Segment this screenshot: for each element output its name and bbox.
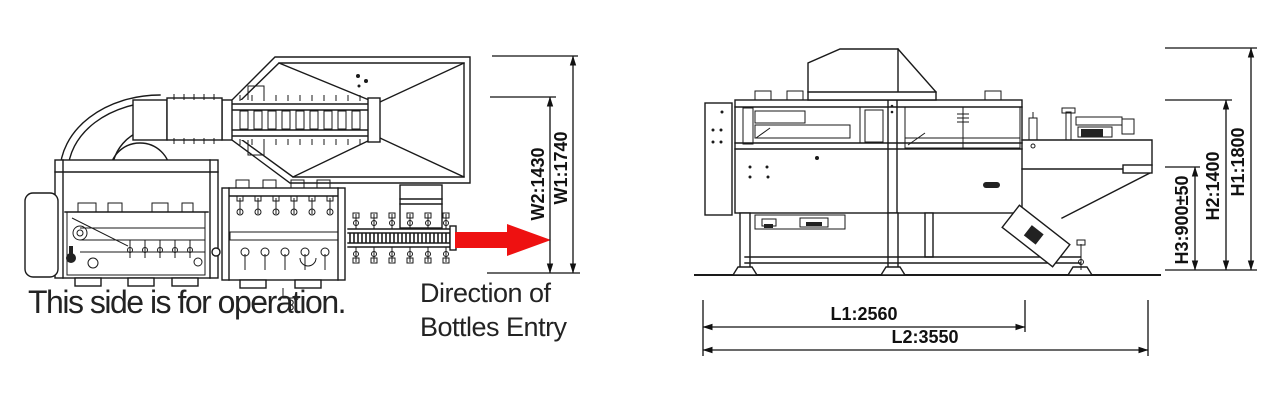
elevator-conveyor [221,95,381,145]
dimension-w1-label: W1:1740 [551,131,571,204]
machine-frame [731,212,1094,276]
control-panel [704,102,733,216]
hopper-side-view [807,48,937,101]
dimension-l2-label: L2:3550 [891,327,958,347]
direction-label-line-1: Direction of [420,278,552,308]
unscrambler-body-top-view [24,159,219,287]
dimension-h1: H1:1800 [1165,47,1257,271]
dimension-w2-label: W2:1430 [528,147,548,220]
direction-arrow-icon [455,224,551,256]
orienter-section-top-view [211,179,346,311]
dimension-h3: H3:900±50 [1165,166,1200,271]
discharge-chute [1001,204,1086,270]
dimension-w2: W2:1430 [490,96,556,274]
dimension-h3-label: H3:900±50 [1172,176,1192,265]
dimension-h2-label: H2:1400 [1203,151,1223,220]
dimension-l2: L2:3550 [702,300,1149,356]
direction-label-line-2: Bottles Entry [420,312,568,342]
dimension-l1-label: L1:2560 [830,304,897,324]
machine-body-side-view [734,90,1023,230]
top-view-drawing: W1:1740 W2:1430 This side is for operati… [24,55,580,342]
outfeed-conveyor-side-view [1021,107,1153,219]
dimension-w1: W1:1740 [487,55,580,274]
side-view-drawing: H1:1800 H2:1400 H3:900±50 L1:2560 L2:355… [694,47,1257,356]
outfeed-conveyor-top-view [347,184,457,264]
dimension-l1: L1:2560 [702,300,1026,356]
operation-side-label: This side is for operation. [28,284,345,320]
dimension-h1-label: H1:1800 [1228,127,1248,196]
dimension-h2: H2:1400 [1165,99,1232,271]
